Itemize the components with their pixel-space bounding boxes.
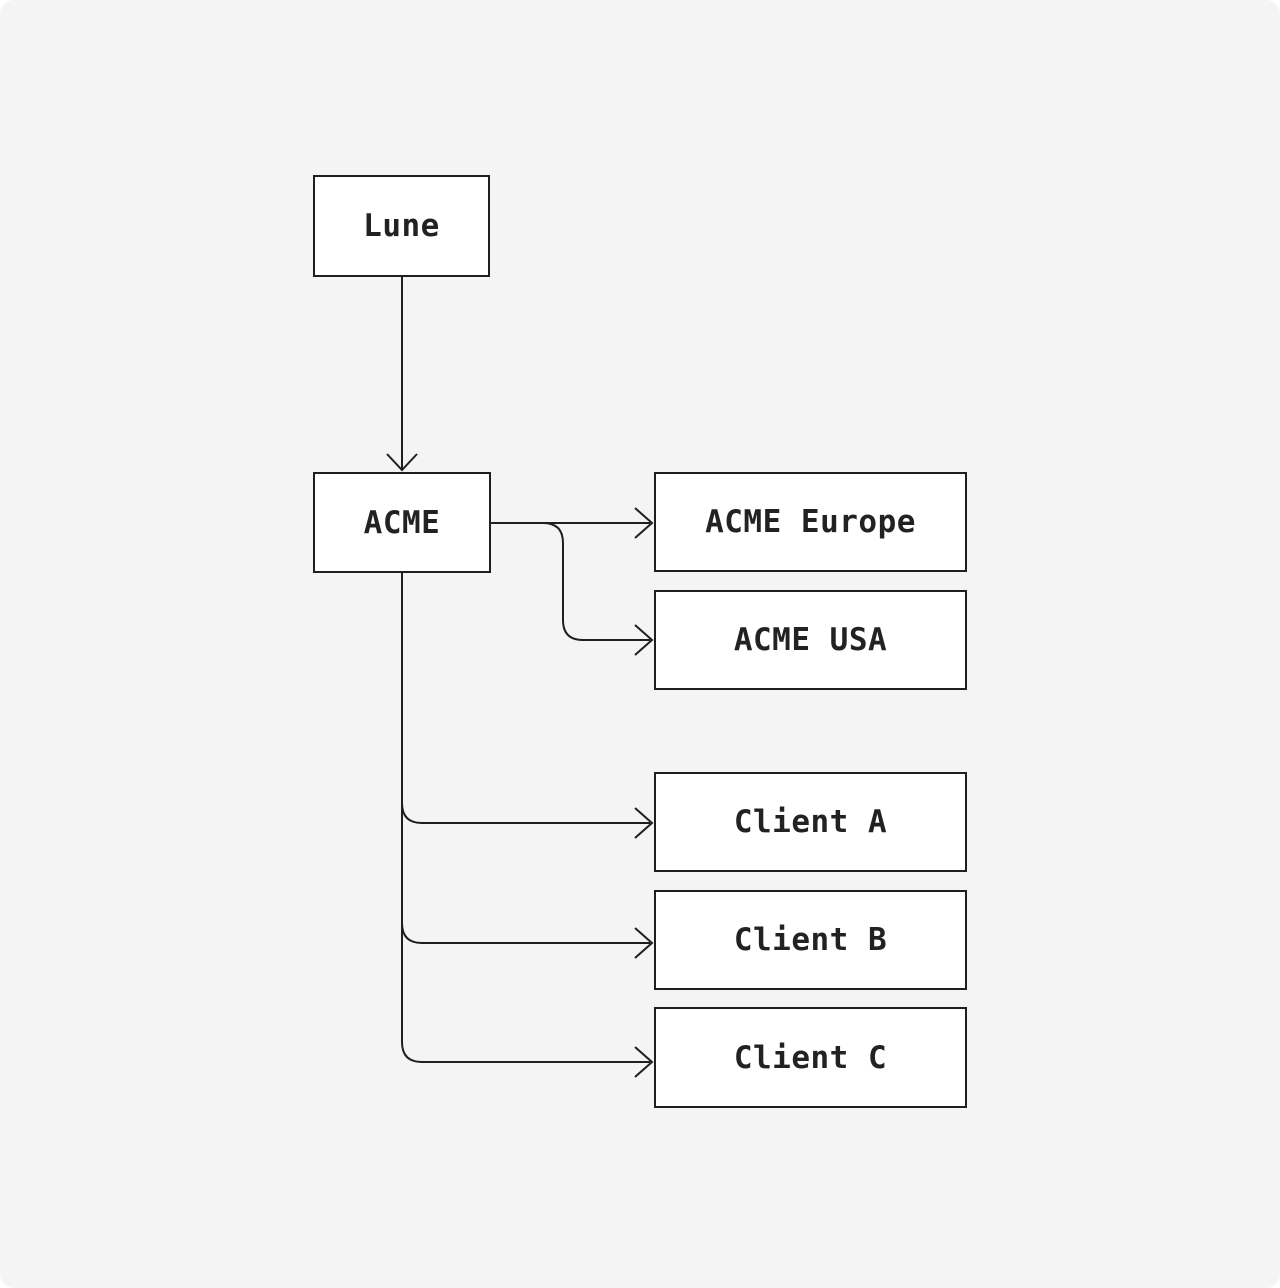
node-label: ACME	[363, 504, 441, 541]
node-label: Lune	[363, 208, 440, 244]
node-label: Client B	[733, 922, 888, 958]
edge-acme-usa	[542, 522, 650, 641]
arrowhead-right-icon	[634, 807, 654, 839]
edge-acme-client-b	[401, 922, 650, 944]
node-lune: Lune	[313, 175, 490, 277]
arrowhead-right-icon	[634, 927, 654, 959]
arrowhead-right-icon	[634, 507, 654, 539]
arrowhead-down-icon	[386, 453, 418, 472]
edge-acme-client-a	[401, 802, 650, 824]
node-label: ACME Europe	[705, 504, 916, 540]
arrowhead-right-icon	[634, 1046, 654, 1078]
node-client-c: Client C	[654, 1007, 967, 1108]
node-client-b: Client B	[654, 890, 967, 990]
node-acme: ACME	[313, 472, 491, 573]
node-acme-usa: ACME USA	[654, 590, 967, 690]
node-label: Client C	[733, 1039, 888, 1076]
node-acme-europe: ACME Europe	[654, 472, 967, 572]
node-label: ACME USA	[733, 622, 888, 658]
node-label: Client A	[733, 804, 888, 840]
edge-acme-client-c	[401, 573, 650, 1063]
arrowhead-right-icon	[634, 624, 654, 656]
node-client-a: Client A	[654, 772, 967, 872]
